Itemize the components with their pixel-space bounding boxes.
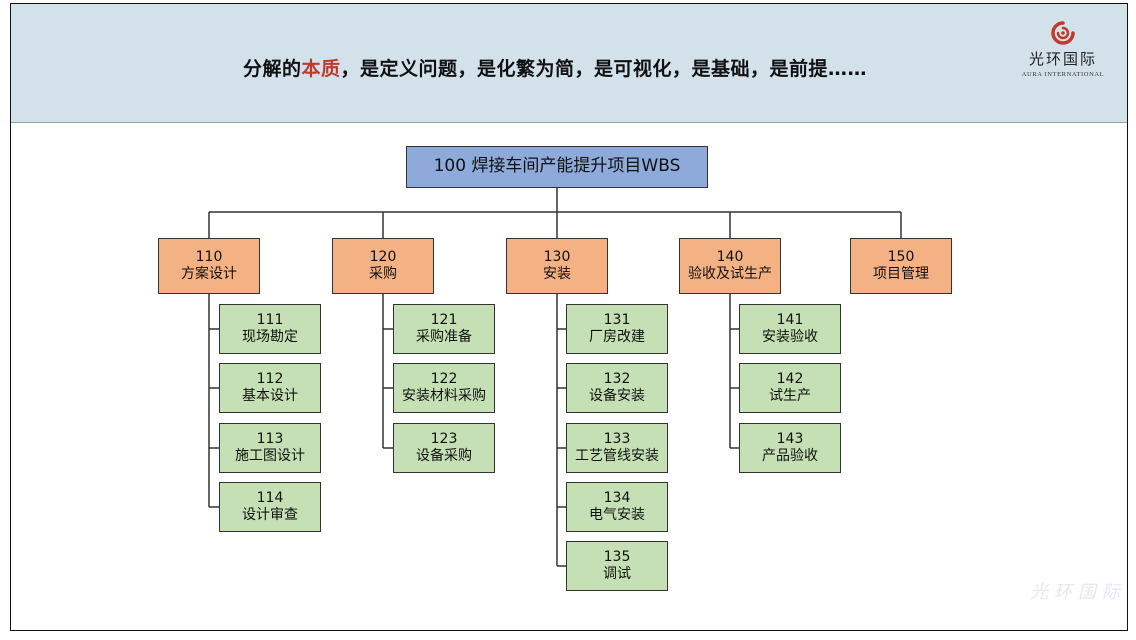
wbs-node-label: 方案设计 xyxy=(181,266,237,282)
wbs-node-label: 采购准备 xyxy=(416,329,472,345)
wbs-node-code: 134 xyxy=(603,489,631,506)
wbs-root-node: 100 焊接车间产能提升项目WBS xyxy=(406,146,708,188)
wbs-node-label: 项目管理 xyxy=(873,266,929,282)
wbs-node-label: 采购 xyxy=(369,266,397,282)
wbs-node-code: 135 xyxy=(603,548,631,565)
headline: 分解的本质，是定义问题，是化繁为简，是可视化，是基础，是前提…… xyxy=(243,54,867,81)
wbs-node-label: 设计审查 xyxy=(242,507,298,523)
wbs-node-code: 113 xyxy=(256,430,284,447)
wbs-node-code: 130 xyxy=(543,248,571,265)
slide: 分解的本质，是定义问题，是化繁为简，是可视化，是基础，是前提…… 光环国际 AU… xyxy=(10,3,1128,631)
wbs-node-code: 150 xyxy=(887,248,915,265)
logo-name-en: AURA INTERNATIONAL xyxy=(1021,71,1105,78)
company-logo: 光环国际 AURA INTERNATIONAL xyxy=(1015,20,1111,90)
wbs-node-141: 141 安装验收 xyxy=(739,304,841,354)
wbs-node-label: 施工图设计 xyxy=(235,448,305,464)
wbs-node-code: 111 xyxy=(256,311,284,328)
wbs-node-121: 121 采购准备 xyxy=(393,304,495,354)
wbs-root-title: 100 焊接车间产能提升项目WBS xyxy=(434,156,681,177)
wbs-node-label: 产品验收 xyxy=(762,448,818,464)
wbs-node-120: 120 采购 xyxy=(332,238,434,294)
wbs-node-code: 121 xyxy=(430,311,458,328)
wbs-node-code: 143 xyxy=(776,430,804,447)
wbs-node-code: 114 xyxy=(256,489,284,506)
wbs-node-133: 133 工艺管线安装 xyxy=(566,423,668,473)
wbs-node-label: 安装验收 xyxy=(762,329,818,345)
logo-name-cn: 光环国际 xyxy=(1028,50,1097,68)
headline-highlight: 本质 xyxy=(301,58,341,80)
header-banner: 分解的本质，是定义问题，是化繁为简，是可视化，是基础，是前提…… 光环国际 AU… xyxy=(11,4,1127,123)
wbs-node-label: 现场勘定 xyxy=(242,329,298,345)
wbs-node-code: 132 xyxy=(603,370,631,387)
wbs-node-130: 130 安装 xyxy=(506,238,608,294)
wbs-node-143: 143 产品验收 xyxy=(739,423,841,473)
wbs-node-142: 142 试生产 xyxy=(739,363,841,413)
wbs-node-113: 113 施工图设计 xyxy=(219,423,321,473)
wbs-root-code: 100 xyxy=(433,156,467,177)
wbs-node-code: 120 xyxy=(369,248,397,265)
wbs-node-111: 111 现场勘定 xyxy=(219,304,321,354)
watermark: 光环国际 xyxy=(1030,582,1126,603)
wbs-node-114: 114 设计审查 xyxy=(219,482,321,532)
wbs-node-label: 基本设计 xyxy=(242,388,298,404)
wbs-node-label: 试生产 xyxy=(769,388,811,404)
wbs-node-110: 110 方案设计 xyxy=(158,238,260,294)
wbs-node-112: 112 基本设计 xyxy=(219,363,321,413)
wbs-node-code: 141 xyxy=(776,311,804,328)
wbs-node-label: 厂房改建 xyxy=(589,329,645,345)
wbs-node-label: 安装材料采购 xyxy=(402,388,486,404)
wbs-node-label: 验收及试生产 xyxy=(688,266,772,282)
wbs-node-134: 134 电气安装 xyxy=(566,482,668,532)
wbs-node-code: 140 xyxy=(716,248,744,265)
wbs-node-label: 工艺管线安装 xyxy=(575,448,659,464)
logo-swirl-icon xyxy=(1051,21,1075,45)
wbs-node-label: 设备采购 xyxy=(416,448,472,464)
wbs-node-140: 140 验收及试生产 xyxy=(679,238,781,294)
headline-part1: 分解的 xyxy=(243,58,302,80)
wbs-node-label: 调试 xyxy=(603,566,631,582)
headline-part2: ，是定义问题，是化繁为简，是可视化，是基础，是前提…… xyxy=(340,58,868,80)
wbs-node-131: 131 厂房改建 xyxy=(566,304,668,354)
wbs-node-123: 123 设备采购 xyxy=(393,423,495,473)
wbs-node-150: 150 项目管理 xyxy=(850,238,952,294)
wbs-node-label: 电气安装 xyxy=(589,507,645,523)
wbs-root-label: 焊接车间产能提升项目WBS xyxy=(471,156,681,177)
wbs-node-code: 123 xyxy=(430,430,458,447)
wbs-node-code: 131 xyxy=(603,311,631,328)
wbs-node-code: 112 xyxy=(256,370,284,387)
wbs-node-132: 132 设备安装 xyxy=(566,363,668,413)
wbs-node-label: 安装 xyxy=(543,266,571,282)
wbs-node-122: 122 安装材料采购 xyxy=(393,363,495,413)
wbs-node-code: 133 xyxy=(603,430,631,447)
wbs-node-code: 142 xyxy=(776,370,804,387)
wbs-node-label: 设备安装 xyxy=(589,388,645,404)
wbs-node-code: 122 xyxy=(430,370,458,387)
wbs-node-code: 110 xyxy=(195,248,223,265)
wbs-node-135: 135 调试 xyxy=(566,541,668,591)
